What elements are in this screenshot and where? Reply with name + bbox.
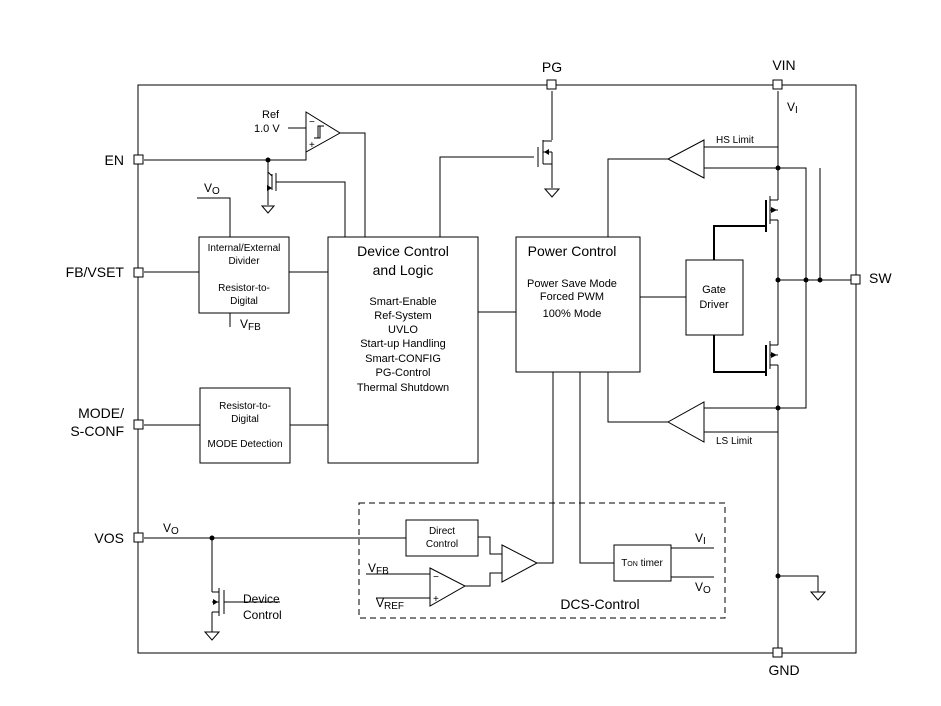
ground-icon [260,205,276,214]
vos-discharge-fet-icon [212,588,225,616]
pin-label-mode-2: S-CONF [70,423,124,439]
svg-text:Internal/External: Internal/External [208,243,281,254]
svg-text:Gate: Gate [702,284,726,296]
vfb-label: VFB [240,317,261,333]
svg-text:Digital: Digital [231,414,259,425]
svg-text:−: − [309,117,315,128]
ref-label: Ref [262,109,280,121]
svg-text:Smart-Enable: Smart-Enable [369,296,436,308]
svg-text:PG-Control: PG-Control [375,367,430,379]
pin-label-fb: FB/VSET [66,264,125,280]
svg-text:Start-up Handling: Start-up Handling [360,338,446,350]
svg-text:Device Control: Device Control [357,243,449,259]
en-pulldown-fet-icon [267,171,283,191]
junction-dots [209,157,823,579]
pin-pg [546,79,557,90]
vo-vos-label: VO [163,521,179,537]
gate-driver-block [685,259,744,336]
vi-label-top: VI [787,100,798,116]
svg-text:+: + [433,594,439,605]
svg-text:100% Mode: 100% Mode [543,308,602,320]
vo-label-divider: VO [204,181,220,197]
svg-text:Digital: Digital [230,296,258,307]
svg-text:Smart-CONFIG: Smart-CONFIG [365,353,441,365]
device-control-logic-block [327,236,479,464]
svg-text:Thermal Shutdown: Thermal Shutdown [357,382,449,394]
svg-text:+: + [309,140,315,151]
pg-fet-icon [537,140,553,167]
svg-text:Ref-System: Ref-System [374,310,431,322]
pin-fb-vset [133,267,144,278]
vi-ton-label: VI [695,531,706,547]
pin-vos [133,532,144,543]
svg-text:UVLO: UVLO [388,324,418,336]
svg-text:MODE Detection: MODE Detection [207,439,282,450]
high-side-fet-icon [765,196,778,232]
pin-label-vin: VIN [772,57,795,73]
svg-text:Driver: Driver [699,299,729,311]
svg-text:−: − [433,572,439,583]
device-control-label-1: Device [243,592,280,606]
pin-en [133,154,144,165]
vref-label: VREF [376,596,404,612]
ground-icon [809,591,827,601]
ground-icon [543,188,561,198]
power-control-block [515,236,641,373]
ref-value: 1.0 V [254,123,280,135]
en-comparator [305,111,341,153]
low-side-fet-icon [765,341,778,376]
dcs-comparator [501,544,539,583]
pin-vin [772,79,783,90]
mode-detection-block [199,387,291,464]
svg-text:and Logic: and Logic [373,262,434,278]
hs-limit-label: HS Limit [716,135,754,146]
svg-text:Resistor-to-: Resistor-to- [219,401,271,412]
pin-label-vos: VOS [94,530,124,546]
ls-limit-comparator [666,401,705,443]
vfb-dcs-label: VFB [368,561,389,577]
pin-label-en: EN [105,152,124,168]
svg-text:Resistor-to-: Resistor-to- [218,283,270,294]
divider-block [198,236,290,314]
pin-mode [133,419,144,430]
svg-text:Direct: Direct [429,526,455,537]
svg-text:Power Control: Power Control [528,243,617,259]
direct-control-block [405,519,479,557]
ground-icon [203,631,221,641]
pin-gnd [772,647,783,658]
pin-label-sw: SW [869,270,892,286]
svg-text:Forced PWM: Forced PWM [540,291,604,303]
svg-text:Control: Control [426,539,458,550]
device-control-label-2: Control [243,608,282,622]
dcs-control-region [358,502,726,619]
pin-label-mode-1: MODE/ [78,405,124,421]
wires [144,91,851,649]
dcs-control-label: DCS-Control [560,596,639,612]
ls-limit-label: LS Limit [716,436,752,447]
pin-sw [850,274,861,285]
ton-timer-block [613,544,672,582]
pin-label-gnd: GND [768,662,799,678]
vo-ton-label: VO [695,580,711,596]
svg-text:Divider: Divider [228,256,260,267]
hs-limit-comparator [666,139,705,179]
error-amplifier [429,567,467,607]
svg-text:Power Save Mode: Power Save Mode [527,278,617,290]
pin-label-pg: PG [542,59,562,75]
chip-outline [137,84,857,654]
svg-text:TON timer: TON timer [621,558,663,569]
